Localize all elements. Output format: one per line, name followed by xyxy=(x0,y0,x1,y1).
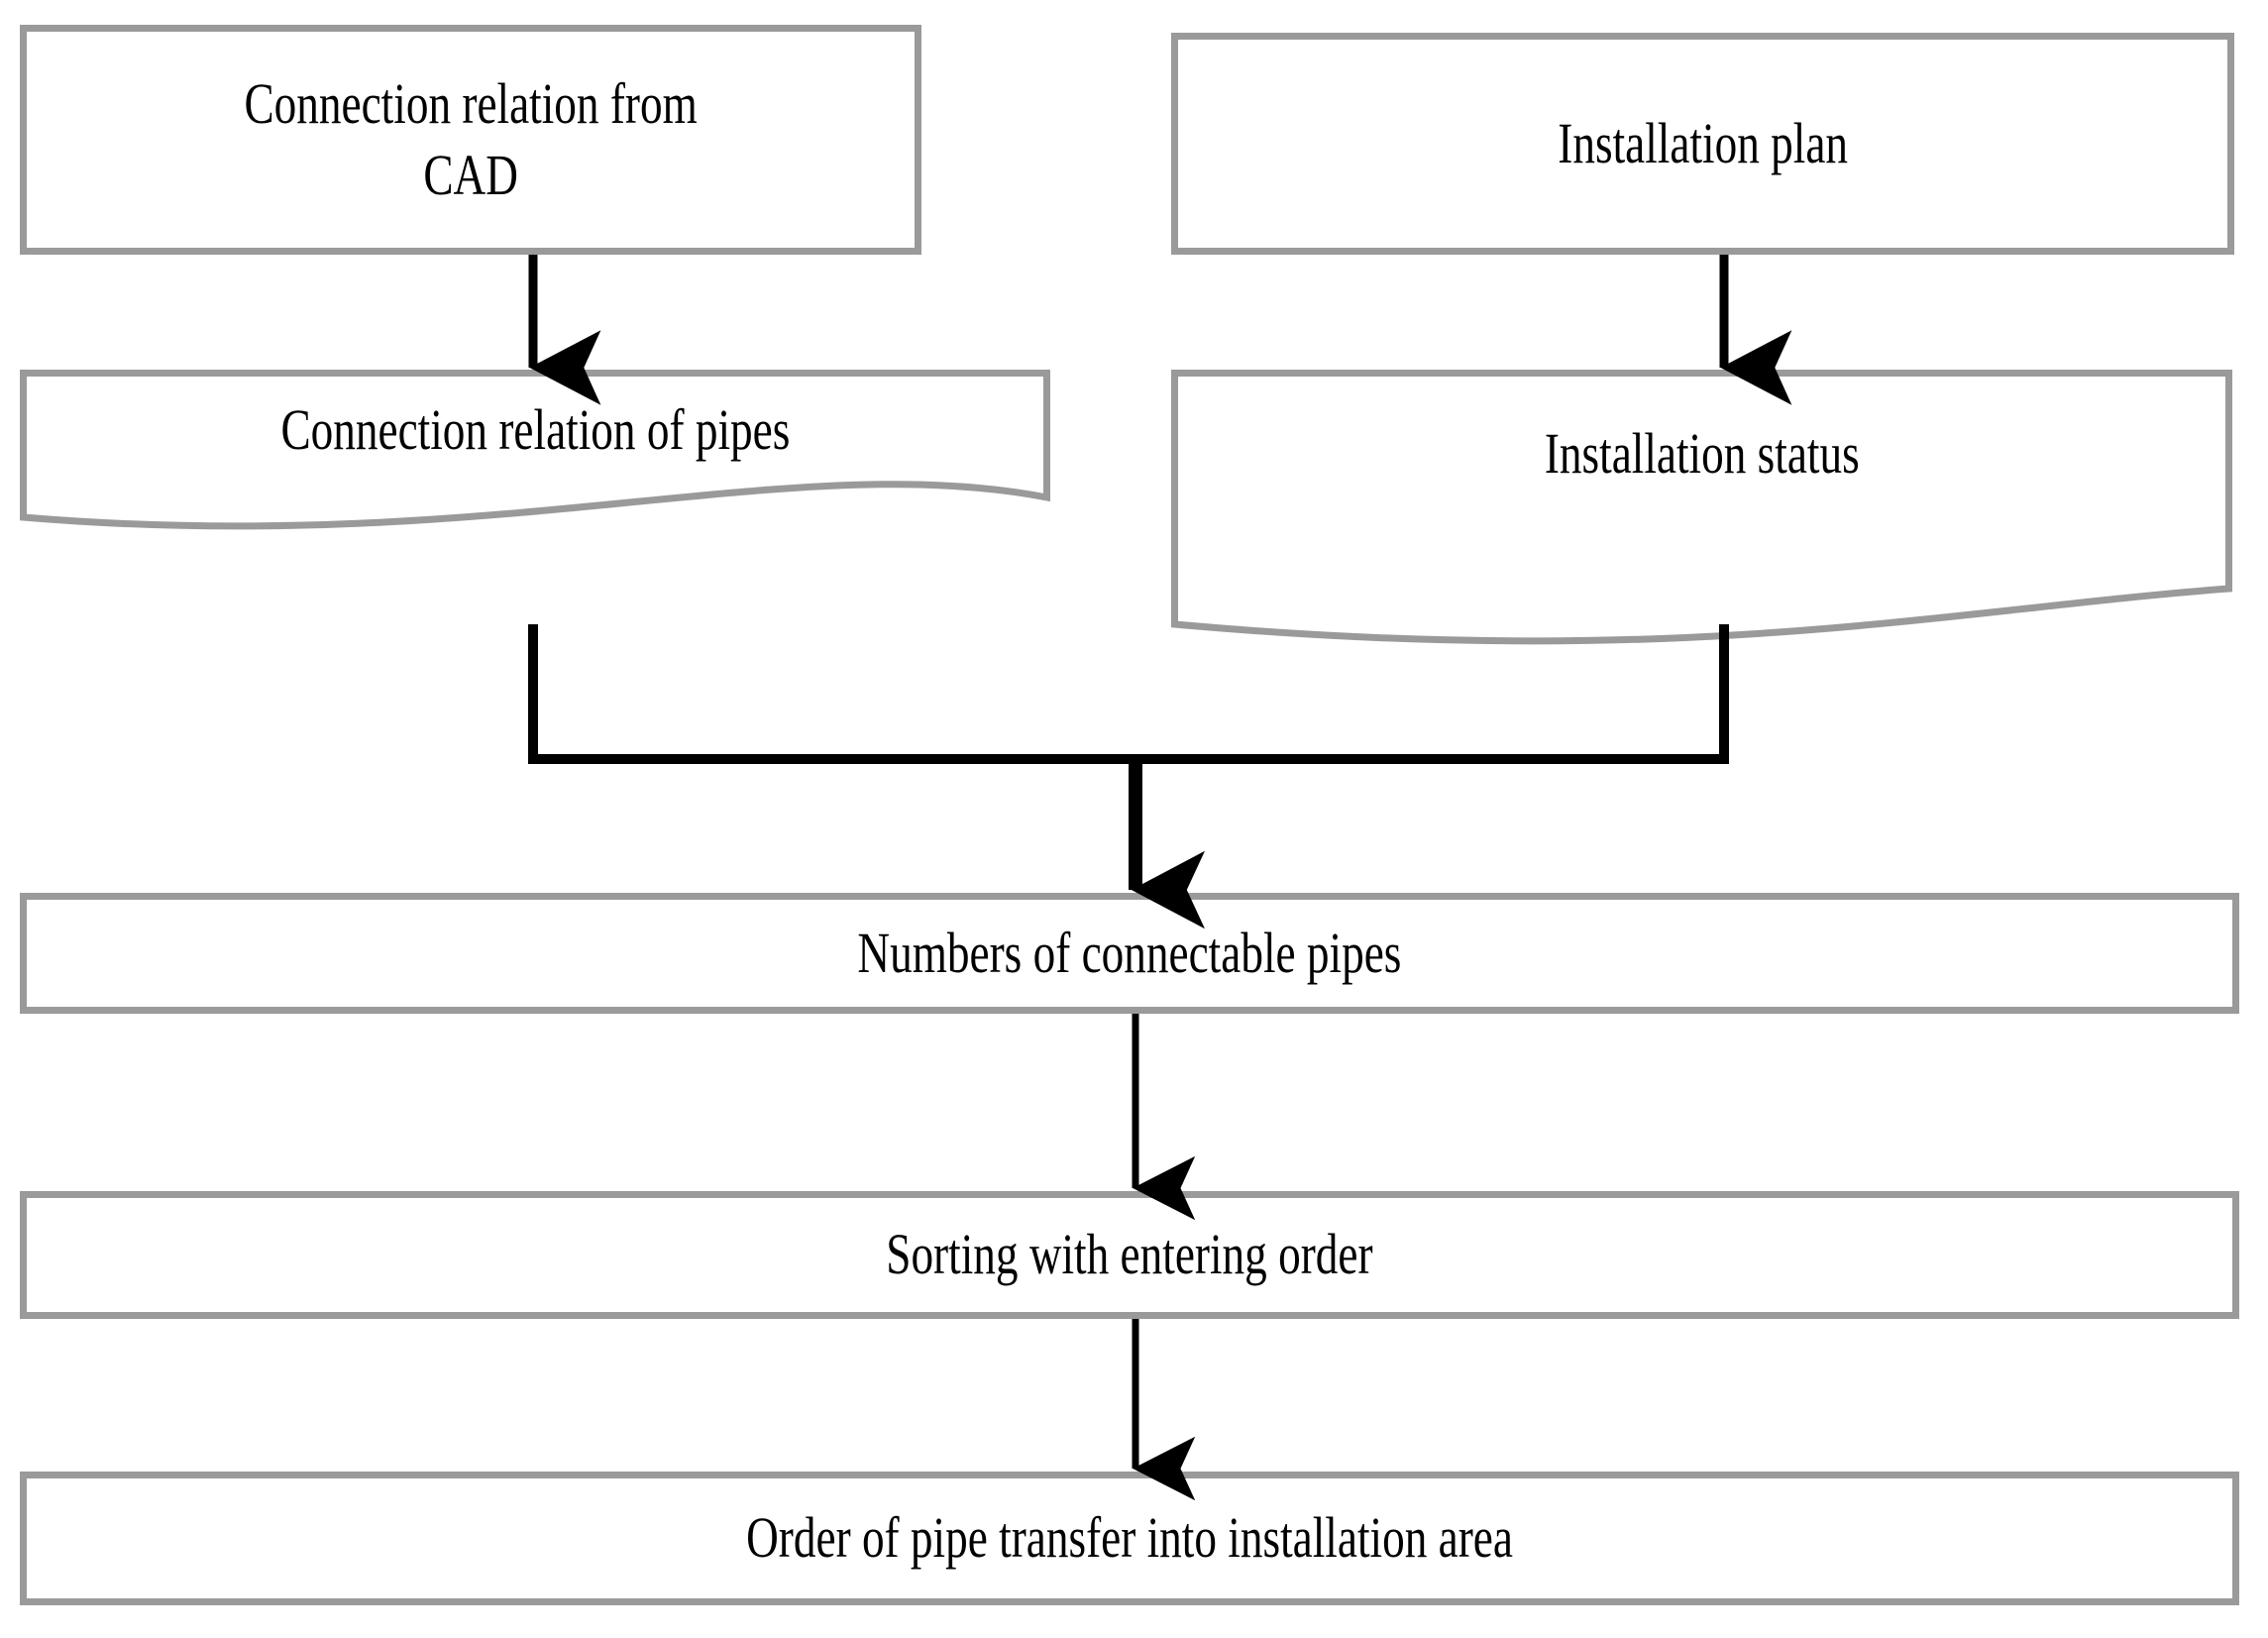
node-hit-connection-relation-of-pipes[interactable] xyxy=(20,370,1050,525)
node-hit-connection-relation-from-cad[interactable] xyxy=(20,25,921,255)
node-hit-sorting-with-entering-order[interactable] xyxy=(20,1191,2239,1319)
node-installation-status[interactable] xyxy=(1171,370,2232,645)
node-hit-installation-status[interactable] xyxy=(1171,370,2232,639)
node-hit-order-of-pipe-transfer[interactable] xyxy=(20,1472,2239,1605)
node-connection-relation-from-cad[interactable] xyxy=(20,25,921,255)
node-sorting-with-entering-order[interactable] xyxy=(20,1191,2239,1319)
node-hit-installation-plan[interactable] xyxy=(1171,33,2234,255)
node-hit-numbers-of-connectable-pipes[interactable] xyxy=(20,893,2239,1014)
node-order-of-pipe-transfer[interactable] xyxy=(20,1472,2239,1605)
node-numbers-of-connectable-pipes[interactable] xyxy=(20,893,2239,1014)
node-installation-plan[interactable] xyxy=(1171,33,2234,255)
node-connection-relation-of-pipes[interactable] xyxy=(20,370,1050,530)
connector-merge-bus xyxy=(528,624,1729,764)
